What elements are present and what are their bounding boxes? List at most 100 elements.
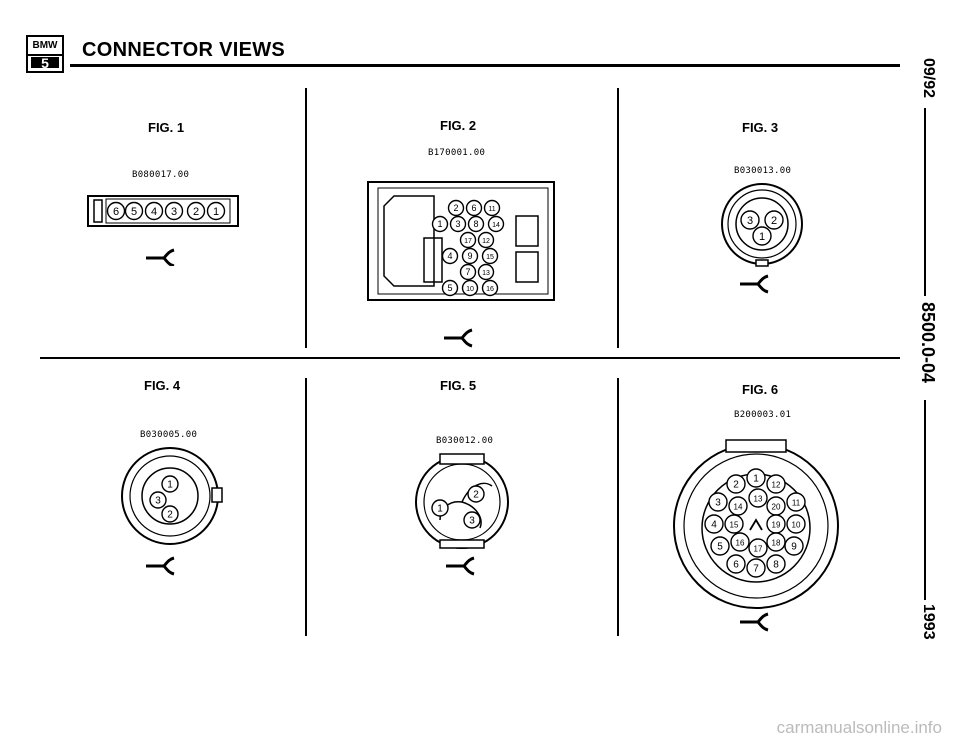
pin-9: 9 <box>784 536 804 556</box>
pin-9: 9 <box>461 247 479 265</box>
pin-2: 2 <box>447 199 465 217</box>
svg-text:17: 17 <box>754 545 763 554</box>
side-doc-number: 8500.0-04 <box>918 302 938 384</box>
pin-8: 8 <box>467 215 485 233</box>
column-divider <box>617 88 619 348</box>
svg-text:7: 7 <box>753 564 759 575</box>
pin-16: 16 <box>730 532 750 552</box>
pin-14: 14 <box>728 496 748 516</box>
svg-text:9: 9 <box>467 251 472 261</box>
pin-12: 12 <box>477 231 495 249</box>
figure-code: B200003.01 <box>734 410 792 420</box>
figure-label: FIG. 3 <box>742 120 779 135</box>
figure-code: B030005.00 <box>140 430 198 440</box>
svg-text:6: 6 <box>113 206 119 218</box>
middle-divider <box>40 357 900 359</box>
column-divider <box>617 378 619 636</box>
figure-code: B030012.00 <box>436 436 494 446</box>
svg-text:1: 1 <box>437 504 443 515</box>
svg-text:9: 9 <box>791 542 797 553</box>
bmw-logo: BMW 5 <box>26 35 64 73</box>
svg-text:15: 15 <box>486 254 494 261</box>
svg-text:15: 15 <box>730 521 739 530</box>
pin-1: 1 <box>431 499 449 517</box>
pin-1: 1 <box>752 226 772 246</box>
pin-2: 2 <box>161 505 179 523</box>
pin-3: 3 <box>164 201 184 221</box>
logo-series: 5 <box>31 56 59 70</box>
svg-text:4: 4 <box>447 251 452 261</box>
svg-text:5: 5 <box>131 206 137 218</box>
pin-5: 5 <box>710 536 730 556</box>
svg-text:16: 16 <box>736 539 745 548</box>
svg-text:13: 13 <box>482 270 490 277</box>
pin-1: 1 <box>431 215 449 233</box>
svg-text:7: 7 <box>465 267 470 277</box>
svg-text:4: 4 <box>711 520 717 531</box>
pin-3: 3 <box>708 492 728 512</box>
pin-17: 17 <box>748 538 768 558</box>
svg-text:1: 1 <box>759 231 765 243</box>
svg-text:10: 10 <box>792 521 801 530</box>
pin-1: 1 <box>206 201 226 221</box>
pin-4: 4 <box>704 514 724 534</box>
svg-text:2: 2 <box>733 480 739 491</box>
svg-text:3: 3 <box>469 516 475 527</box>
svg-text:3: 3 <box>455 219 460 229</box>
pin-2: 2 <box>467 485 485 503</box>
page-title: CONNECTOR VIEWS <box>82 39 286 61</box>
figure-label: FIG. 6 <box>742 382 779 397</box>
pin-11: 11 <box>483 199 501 217</box>
pin-4: 4 <box>441 247 459 265</box>
side-rule <box>924 108 926 296</box>
pin-5: 5 <box>441 279 459 297</box>
svg-text:20: 20 <box>772 503 781 512</box>
svg-text:8: 8 <box>473 219 478 229</box>
pin-6: 6 <box>465 199 483 217</box>
figure-label: FIG. 5 <box>440 378 477 393</box>
pin-11: 11 <box>786 492 806 512</box>
pin-7: 7 <box>459 263 477 281</box>
svg-text:14: 14 <box>492 222 500 229</box>
svg-text:2: 2 <box>473 490 479 501</box>
pin-5: 5 <box>124 201 144 221</box>
svg-text:1: 1 <box>167 480 173 491</box>
figure-code: B030013.00 <box>734 166 792 176</box>
side-rule <box>924 400 926 600</box>
pin-16: 16 <box>481 279 499 297</box>
pin-6: 6 <box>106 201 126 221</box>
svg-text:1: 1 <box>213 206 219 218</box>
pin-3: 3 <box>449 215 467 233</box>
figure-code: B170001.00 <box>428 148 486 158</box>
svg-text:18: 18 <box>772 539 781 548</box>
figure-label: FIG. 1 <box>148 120 185 135</box>
pin-14: 14 <box>487 215 505 233</box>
svg-text:1: 1 <box>753 474 759 485</box>
pin-2: 2 <box>726 474 746 494</box>
svg-text:4: 4 <box>151 206 157 218</box>
pin-3: 3 <box>463 511 481 529</box>
svg-text:13: 13 <box>754 495 763 504</box>
svg-text:3: 3 <box>171 206 177 218</box>
pin-3: 3 <box>149 491 167 509</box>
pin-15: 15 <box>481 247 499 265</box>
svg-text:10: 10 <box>466 286 474 293</box>
pin-4: 4 <box>144 201 164 221</box>
svg-text:5: 5 <box>447 283 452 293</box>
svg-text:2: 2 <box>771 215 777 227</box>
pin-2: 2 <box>764 210 784 230</box>
svg-text:11: 11 <box>792 499 801 508</box>
connector-figure-5: 2 1 3 <box>415 453 509 576</box>
pin-13: 13 <box>477 263 495 281</box>
pin-7: 7 <box>746 558 766 578</box>
pin-18: 18 <box>766 532 786 552</box>
column-divider <box>305 88 307 348</box>
pin-10: 10 <box>786 514 806 534</box>
figure-label: FIG. 4 <box>144 378 181 393</box>
pin-8: 8 <box>766 554 786 574</box>
side-date: 09/92 <box>920 58 937 99</box>
pin-17: 17 <box>459 231 477 249</box>
svg-text:6: 6 <box>471 203 476 213</box>
